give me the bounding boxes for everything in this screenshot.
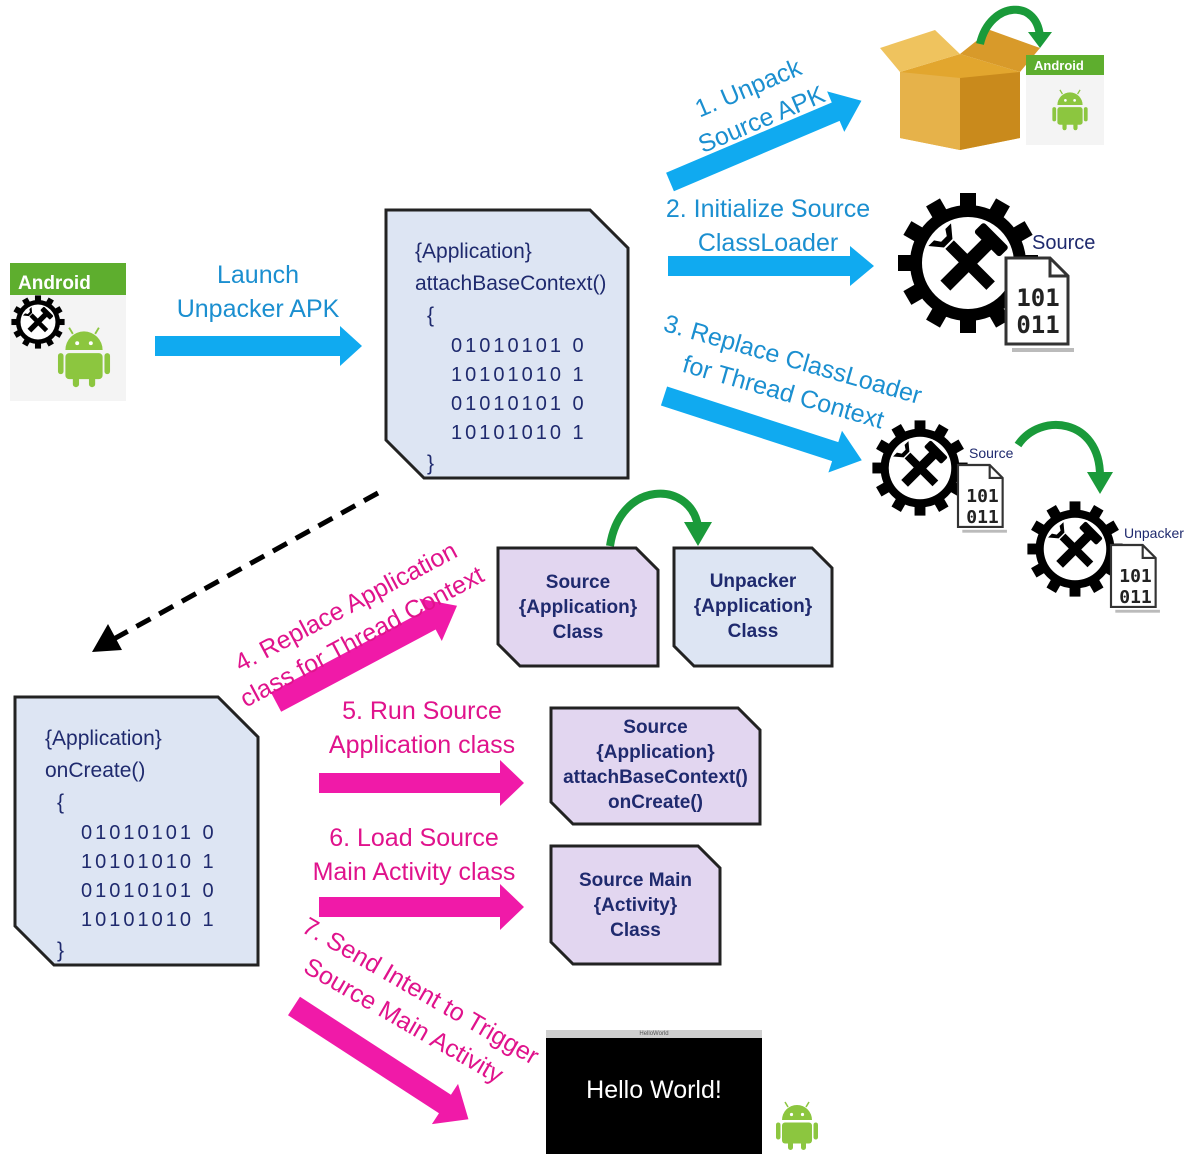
- source-apk-icon: [1026, 55, 1104, 145]
- swap-arrow-top-head: [1028, 32, 1052, 48]
- swap-arrow-top: [976, 5, 1044, 46]
- code-top-method: attachBaseContext(): [415, 272, 607, 295]
- hello-world-text: Hello World!: [586, 1076, 722, 1104]
- arrow-step4: [270, 598, 458, 712]
- source-main-activity-box: [549, 844, 722, 966]
- source-application-class-label: Source{Application}Class: [518, 572, 638, 643]
- unpacker-apk-icon: [10, 263, 126, 401]
- source-application-class-box: [496, 546, 660, 668]
- screen-title: HelloWorld: [639, 1031, 669, 1037]
- arrow-step2: [668, 246, 874, 286]
- source-run-box: [549, 706, 762, 826]
- arrow-step3: [660, 386, 862, 473]
- code-top-bits: 01010101 0: [451, 393, 587, 415]
- code-box-top: [384, 208, 630, 480]
- arrow-step6: [319, 884, 524, 930]
- gear-small-source-label: Source: [969, 445, 1014, 461]
- swap-arrow-gears-head: [1087, 472, 1113, 494]
- hello-world-screen: [546, 1030, 762, 1154]
- code-top-bits: 10101010 1: [451, 364, 587, 386]
- unpacker-apk-label: Android: [18, 273, 91, 294]
- unpacker-application-class-label: Unpacker{Application}Class: [693, 571, 813, 642]
- unpacker-gear-small-icon: [1027, 501, 1123, 597]
- arrow-step1: [666, 91, 862, 192]
- source-run-label: Source{Application}attachBaseContext()on…: [563, 717, 748, 813]
- arrow-step5: [319, 760, 524, 806]
- unpacker-application-class-box: [672, 546, 834, 668]
- dashed-arrow-head: [92, 624, 122, 652]
- code-bottom-bits: 01010101 0: [81, 880, 217, 902]
- gear-unpacker-label: Unpacker: [1124, 525, 1184, 541]
- code-bottom-text: {Application} onCreate() { 01010101 0 10…: [45, 723, 217, 967]
- code-bottom-open: {: [57, 791, 65, 814]
- code-bottom-bits: 10101010 1: [81, 851, 217, 873]
- source-apk-box-icon: [880, 30, 1040, 150]
- android-robot-icon: [775, 1101, 819, 1151]
- source-apk-label: Android: [1034, 58, 1084, 73]
- swap-arrow-gears: [1014, 420, 1104, 477]
- arrow-launch: [155, 326, 362, 366]
- code-bottom-bits: 01010101 0: [81, 822, 217, 844]
- code-top-close: }: [427, 452, 435, 475]
- code-bottom-close: }: [57, 939, 65, 962]
- code-top-bits: 01010101 0: [451, 335, 587, 357]
- code-bottom-bits: 10101010 1: [81, 909, 217, 931]
- code-bottom-method: onCreate(): [45, 759, 146, 782]
- swap-arrow-classes-head: [684, 522, 712, 546]
- swap-arrow-classes: [606, 489, 702, 547]
- code-top-class: {Application}: [415, 240, 532, 263]
- gear-source-label: Source: [1032, 232, 1096, 254]
- source-main-activity-label: Source Main{Activity}Class: [579, 870, 692, 941]
- code-top-bits: 10101010 1: [451, 422, 587, 444]
- code-bottom-class: {Application}: [45, 727, 162, 750]
- code-top-open: {: [427, 304, 435, 327]
- code-box-bottom: [13, 695, 260, 967]
- arrow-step7: [288, 996, 469, 1125]
- code-top-text: {Application} attachBaseContext() { 0101…: [415, 236, 606, 480]
